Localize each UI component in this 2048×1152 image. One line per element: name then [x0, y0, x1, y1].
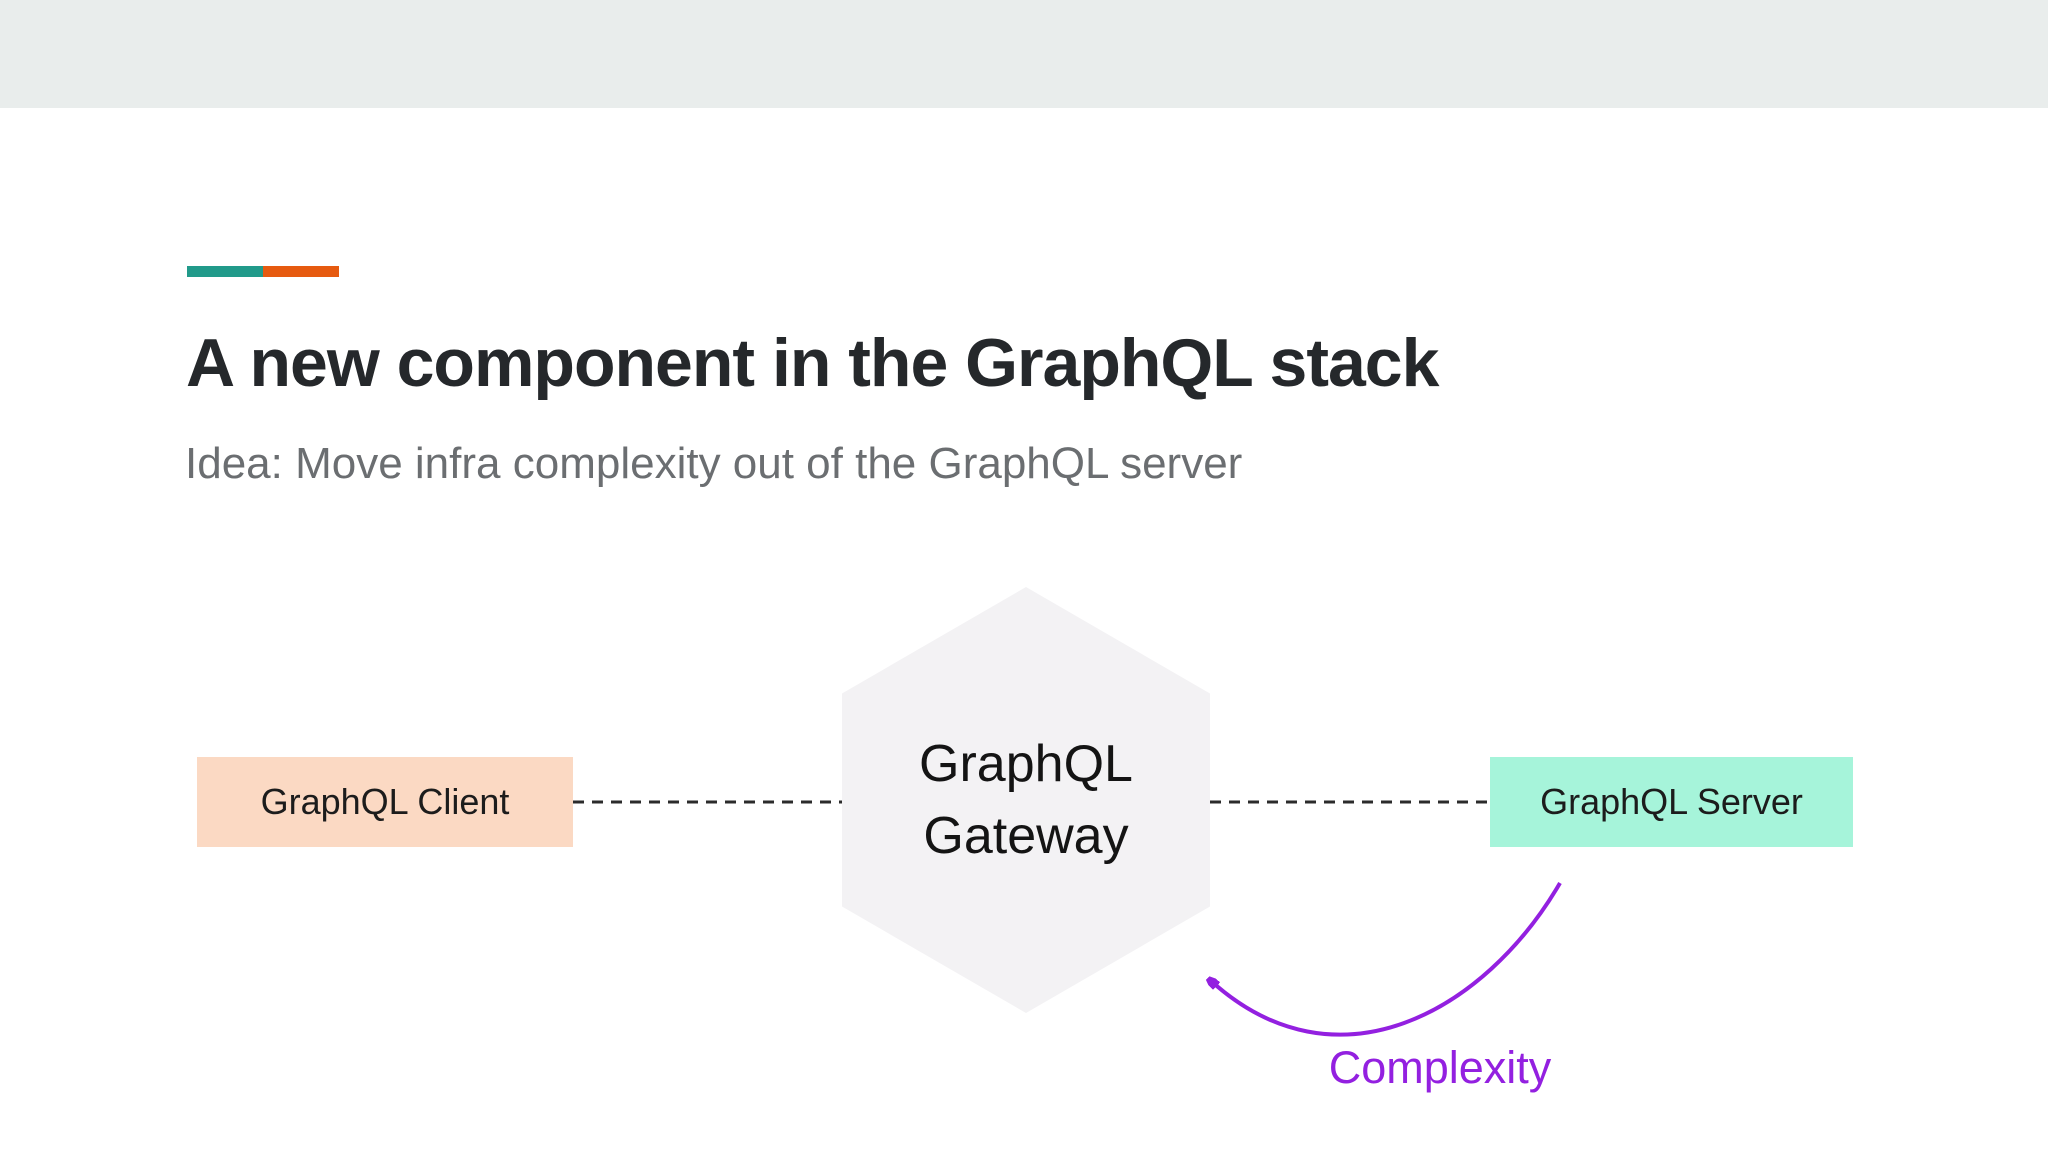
- graphql-client-label: GraphQL Client: [260, 781, 510, 822]
- gateway-label-line2: Gateway: [923, 807, 1129, 865]
- accent-bar: [187, 266, 339, 277]
- complexity-label: Complexity: [1328, 1042, 1552, 1093]
- gateway-label-line1: GraphQL: [919, 735, 1133, 793]
- slide-title: A new component in the GraphQL stack: [186, 325, 1439, 401]
- gateway-node: GraphQL Gateway: [842, 587, 1210, 1013]
- accent-bar-teal-segment: [187, 266, 263, 277]
- slide-subtitle: Idea: Move infra complexity out of the G…: [185, 439, 1243, 488]
- top-band: [0, 0, 2048, 108]
- accent-bar-orange-segment: [263, 266, 339, 277]
- graphql-server-node: GraphQL Server: [1490, 757, 1853, 847]
- complexity-arrow: [1210, 881, 1562, 1037]
- graphql-server-label: GraphQL Server: [1540, 781, 1803, 822]
- graphql-client-node: GraphQL Client: [197, 757, 573, 847]
